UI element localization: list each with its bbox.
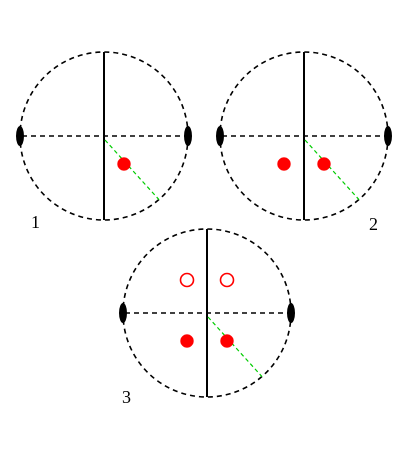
right-lens-marker: [384, 126, 392, 146]
panel-3: 3: [119, 228, 295, 407]
green-dashed-diagonal: [304, 139, 360, 201]
right-lens-marker: [287, 303, 295, 323]
red-filled-dot: [277, 157, 291, 171]
green-dashed-diagonal: [104, 139, 160, 201]
panel-label: 2: [369, 214, 378, 234]
green-dashed-diagonal: [207, 316, 263, 378]
panel-label: 1: [31, 212, 40, 232]
left-lens-marker: [216, 126, 224, 146]
red-filled-dot: [117, 157, 131, 171]
red-hollow-dot: [179, 272, 195, 288]
red-filled-dot: [180, 334, 194, 348]
red-filled-dot: [317, 157, 331, 171]
panel-2: 2: [216, 51, 392, 234]
red-hollow-dot: [219, 272, 235, 288]
left-lens-marker: [16, 126, 24, 146]
red-filled-dot: [220, 334, 234, 348]
right-lens-marker: [184, 126, 192, 146]
panel-label: 3: [122, 387, 131, 407]
panel-1: 1: [16, 51, 192, 232]
left-lens-marker: [119, 303, 127, 323]
